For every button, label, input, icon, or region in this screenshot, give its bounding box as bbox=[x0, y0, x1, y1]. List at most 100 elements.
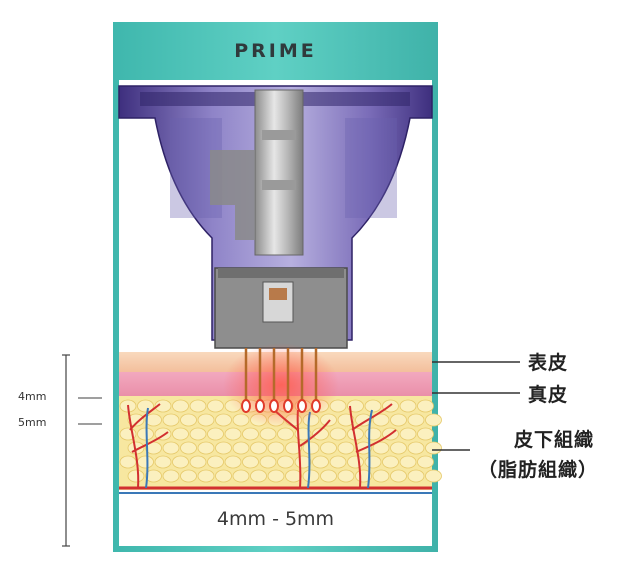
fat-cell bbox=[399, 455, 417, 469]
fat-cell bbox=[215, 441, 232, 455]
fat-cell bbox=[312, 455, 329, 469]
scale-label-5mm: 5mm bbox=[18, 416, 47, 429]
fat-cell bbox=[320, 441, 337, 455]
fat-cell bbox=[127, 413, 145, 427]
fat-cell bbox=[162, 413, 180, 427]
fat-cell bbox=[172, 399, 189, 413]
fat-cell bbox=[232, 469, 250, 483]
fat-cell bbox=[145, 413, 162, 427]
fat-cell bbox=[250, 441, 267, 455]
fat-cell bbox=[162, 469, 180, 483]
fat-cell bbox=[364, 427, 382, 441]
fat-cell bbox=[382, 455, 399, 469]
fat-cell bbox=[320, 413, 337, 427]
fat-cell bbox=[390, 441, 407, 455]
fat-cell bbox=[224, 427, 242, 441]
coagulation-zone bbox=[241, 399, 251, 413]
label-subcutaneous: 皮下組織 bbox=[514, 429, 595, 451]
coagulation-zone bbox=[255, 399, 265, 413]
housing-chip bbox=[269, 288, 287, 300]
fat-cell bbox=[337, 469, 355, 483]
fat-cell bbox=[215, 413, 232, 427]
label-fat-tissue: （脂肪組織） bbox=[478, 459, 599, 481]
fat-cell bbox=[372, 441, 390, 455]
shaft-bracket bbox=[210, 150, 255, 240]
fat-cell bbox=[364, 399, 382, 413]
vessel-tree-right bbox=[349, 403, 397, 489]
fat-cell bbox=[207, 427, 224, 441]
fat-cell bbox=[372, 413, 390, 427]
fat-cell bbox=[417, 399, 434, 413]
fat-cell bbox=[137, 399, 154, 413]
coagulation-zone bbox=[283, 399, 293, 413]
microneedle-array bbox=[241, 348, 321, 413]
fat-cell bbox=[207, 455, 224, 469]
vessel-tree-left bbox=[127, 403, 169, 489]
fat-cell bbox=[267, 441, 285, 455]
fat-cell bbox=[215, 469, 232, 483]
fat-cell bbox=[337, 441, 355, 455]
fat-cell bbox=[302, 469, 320, 483]
fat-cell bbox=[417, 427, 434, 441]
coagulation-zone bbox=[269, 399, 279, 413]
fat-cell bbox=[355, 413, 372, 427]
fat-cell bbox=[407, 413, 425, 427]
housing-top bbox=[218, 268, 344, 278]
fat-cell bbox=[189, 399, 207, 413]
fat-cell bbox=[224, 455, 242, 469]
fat-cell bbox=[285, 469, 302, 483]
fat-cell bbox=[425, 441, 442, 455]
fat-cell bbox=[372, 469, 390, 483]
fat-cell bbox=[242, 455, 259, 469]
fat-cell bbox=[259, 455, 277, 469]
fat-cell bbox=[162, 441, 180, 455]
fat-cell bbox=[390, 469, 407, 483]
fat-cell bbox=[277, 427, 294, 441]
fat-cell bbox=[172, 427, 189, 441]
fat-cell bbox=[277, 455, 294, 469]
fat-cells bbox=[119, 399, 442, 483]
fat-cell bbox=[399, 399, 417, 413]
cartridge-right-window bbox=[345, 118, 397, 218]
coagulation-zone bbox=[297, 399, 307, 413]
fat-cell bbox=[285, 441, 302, 455]
fat-cell bbox=[347, 455, 364, 469]
fat-cell bbox=[337, 413, 355, 427]
fat-cell bbox=[137, 455, 154, 469]
fat-cell bbox=[127, 469, 145, 483]
depth-range-caption: 4mm - 5mm bbox=[216, 508, 335, 530]
fat-cell bbox=[347, 399, 364, 413]
fat-cell bbox=[390, 413, 407, 427]
fat-cell bbox=[172, 455, 189, 469]
fat-cell bbox=[242, 427, 259, 441]
fat-cell bbox=[189, 427, 207, 441]
energy-glow bbox=[223, 343, 339, 427]
fat-cell bbox=[267, 469, 285, 483]
brand-title: PRIME bbox=[234, 40, 317, 62]
fat-cell bbox=[154, 399, 172, 413]
fat-cell bbox=[180, 441, 197, 455]
fat-cell bbox=[312, 427, 329, 441]
fat-cell bbox=[145, 469, 162, 483]
fat-cell bbox=[399, 427, 417, 441]
fat-cell bbox=[232, 441, 250, 455]
fat-cell bbox=[425, 469, 442, 483]
label-dermis: 真皮 bbox=[528, 384, 569, 406]
scale-label-4mm: 4mm bbox=[18, 390, 47, 403]
fat-cell bbox=[364, 455, 382, 469]
fat-cell bbox=[407, 469, 425, 483]
fat-cell bbox=[180, 469, 197, 483]
fat-cell bbox=[329, 455, 347, 469]
fat-cell bbox=[119, 455, 137, 469]
fat-cell bbox=[329, 427, 347, 441]
shaft-ring-2 bbox=[262, 180, 296, 190]
fat-cell bbox=[250, 469, 267, 483]
fat-cell bbox=[189, 455, 207, 469]
fat-cell bbox=[154, 455, 172, 469]
coagulation-zone bbox=[311, 399, 321, 413]
fat-cell bbox=[180, 413, 197, 427]
fat-cell bbox=[197, 441, 215, 455]
fat-cell bbox=[197, 413, 215, 427]
fat-cell bbox=[320, 469, 337, 483]
